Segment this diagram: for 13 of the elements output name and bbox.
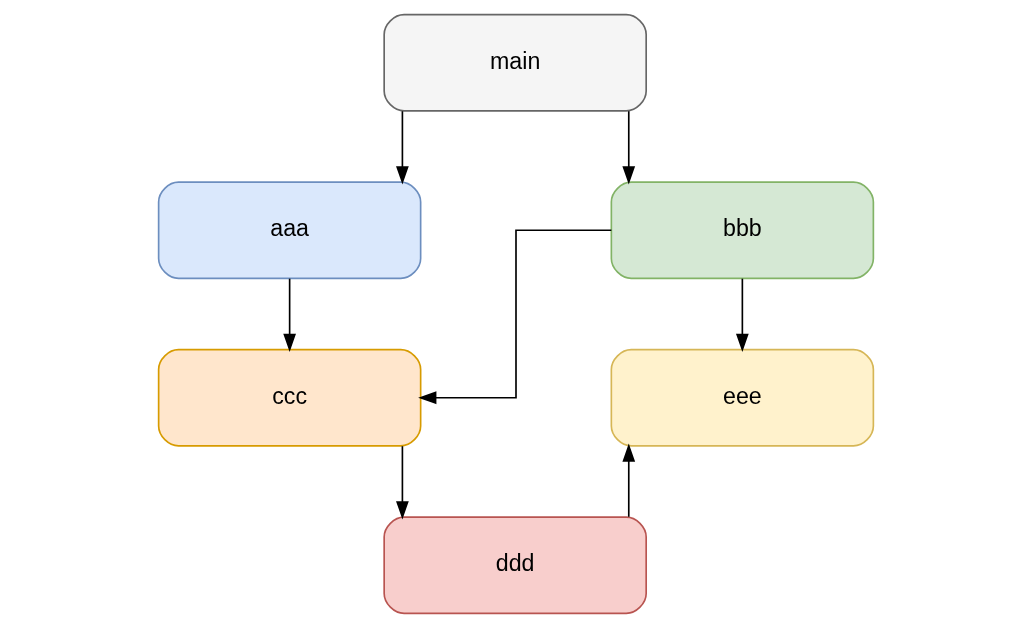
arrow: [418, 229, 613, 405]
arrow: [283, 277, 297, 352]
arrow: [622, 443, 636, 518]
node-box: eee: [610, 348, 875, 447]
arrow: [622, 110, 636, 185]
node-box: ddd: [383, 516, 647, 615]
node-box: bbb: [610, 181, 875, 280]
node-box: aaa: [157, 181, 422, 280]
arrow: [396, 445, 409, 520]
arrow: [735, 277, 749, 352]
node-box: main: [383, 13, 647, 112]
node-box: ccc: [157, 348, 422, 447]
arrow: [396, 110, 409, 185]
